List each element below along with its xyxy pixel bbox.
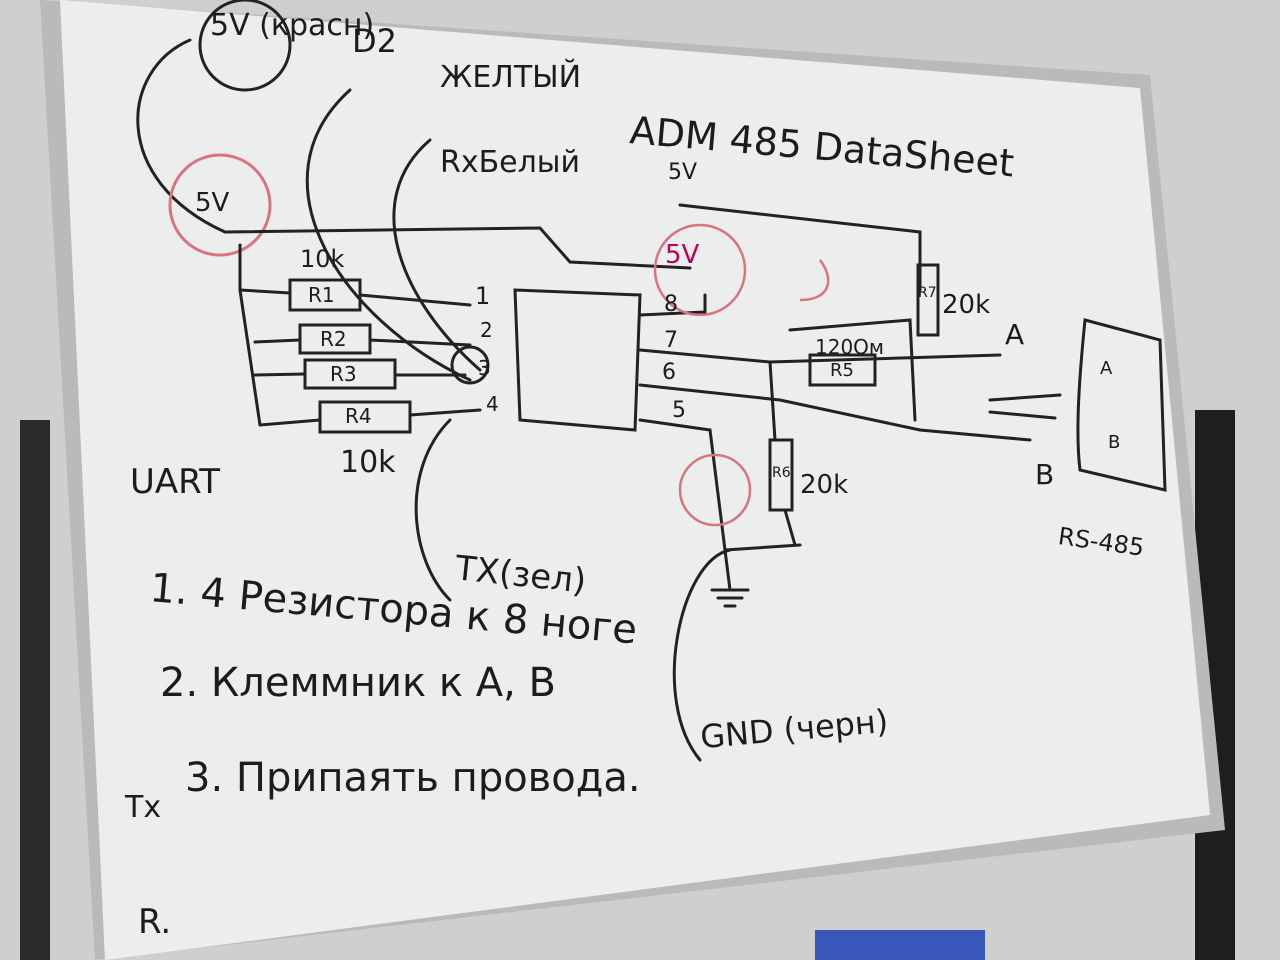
rs485-connector [1076, 318, 1167, 492]
pin-4: 4 [486, 392, 499, 416]
label-r5-value: 120Ом [815, 335, 885, 359]
board-stand-left [20, 420, 50, 960]
label-5v-red: 5V (красн) [210, 8, 375, 43]
label-bus-a: A [1005, 318, 1025, 351]
board-surface [60, 0, 1210, 960]
label-r3: R3 [330, 362, 357, 386]
label-10k-bottom: 10k [340, 445, 396, 480]
label-rs485: RS-485 [1056, 522, 1146, 562]
label-r7-value: 20k [942, 290, 991, 320]
label-5v-chip: 5V [665, 240, 700, 270]
label-r1: R1 [308, 283, 335, 307]
label-r5: R5 [830, 360, 854, 381]
pin-5: 5 [672, 398, 686, 423]
label-r7: R7 [918, 285, 937, 301]
label-5v-left: 5V [195, 188, 230, 218]
label-10k-top: 10k [300, 245, 345, 273]
label-conn-a: A [1100, 358, 1113, 379]
pin-8: 8 [664, 292, 678, 317]
label-r6-value: 20k [800, 470, 849, 500]
eraser [815, 930, 985, 960]
label-r6: R6 [772, 465, 791, 481]
label-gnd-black: GND (черн) [698, 701, 890, 757]
label-uart: UART [130, 462, 221, 502]
label-conn-b: B [1108, 432, 1121, 453]
label-5v-top: 5V [668, 160, 698, 185]
label-yellow: ЖЕЛТЫЙ [440, 60, 582, 95]
pin-1: 1 [475, 282, 491, 310]
label-rx-white: RxБелый [440, 145, 580, 180]
task-3: 3. Припаять провода. [185, 755, 641, 801]
circuit-drawing [136, 0, 1167, 762]
label-margin-tx: Tx [125, 790, 162, 825]
pin-7: 7 [664, 328, 678, 353]
task-2: 2. Клеммник к A, B [160, 660, 556, 706]
pin-3: 3 [478, 356, 491, 380]
label-bus-b: B [1035, 458, 1055, 491]
label-margin-r: R. [138, 902, 172, 942]
adm485-chip [513, 288, 642, 432]
label-d2: D2 [352, 22, 397, 60]
pin-6: 6 [662, 360, 676, 385]
pin-2: 2 [480, 318, 493, 342]
label-r2: R2 [320, 327, 347, 351]
label-r4: R4 [345, 404, 372, 428]
